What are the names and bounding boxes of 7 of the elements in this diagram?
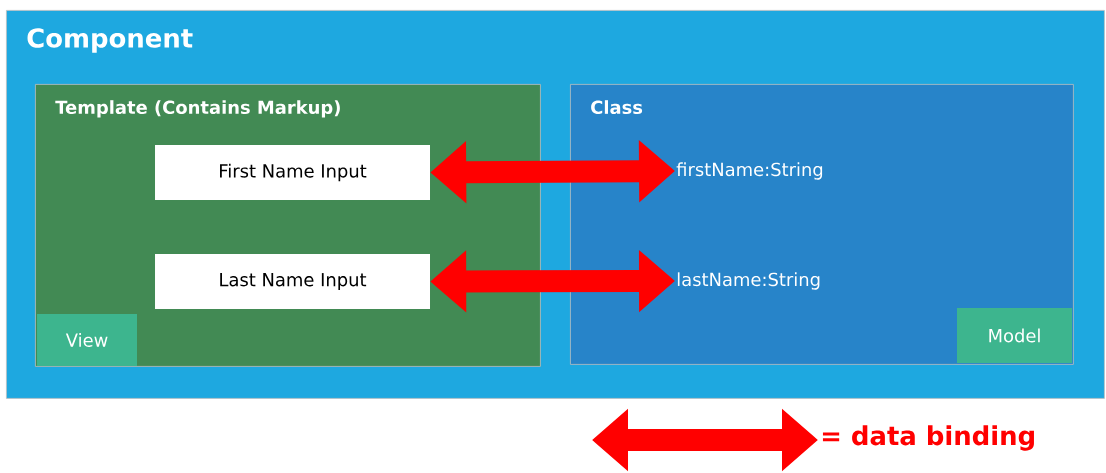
legend-text: = data binding: [822, 425, 1034, 451]
field-label: firstName:String: [676, 162, 823, 180]
tag-box: Model: [957, 308, 1072, 363]
input-box: First Name Input: [155, 145, 430, 200]
tag-box: View: [37, 314, 137, 366]
field-label: lastName:String: [677, 272, 820, 290]
input-box: Last Name Input: [155, 254, 430, 309]
